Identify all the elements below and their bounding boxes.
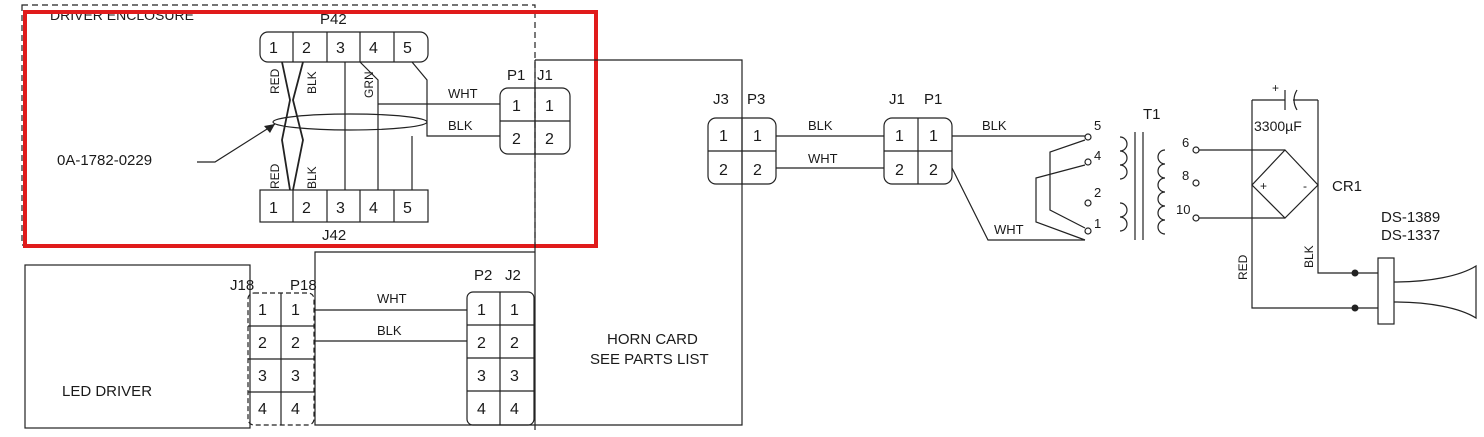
j3-label: J3 <box>713 91 729 108</box>
j42-label: J42 <box>322 227 346 244</box>
wire-blk-t1: BLK <box>982 118 1007 133</box>
tap-5: 5 <box>1094 118 1101 133</box>
p1-label: P1 <box>507 67 525 84</box>
j42-pin-1: 1 <box>269 200 278 217</box>
sec-10: 10 <box>1176 202 1190 217</box>
p2j2-pin-2b: 2 <box>510 335 519 352</box>
wire-wht-p3: WHT <box>808 151 838 166</box>
wire-wht-led: WHT <box>377 291 407 306</box>
diode-plus: + <box>1260 179 1267 193</box>
t1-primary-coil <box>1119 136 1128 232</box>
t1-secondary-coil <box>1157 149 1166 235</box>
wire-red-top: RED <box>268 68 282 94</box>
wire-blk-p3: BLK <box>808 118 833 133</box>
parts-list-label: SEE PARTS LIST <box>590 351 709 368</box>
j18p18-pin-4b: 4 <box>291 401 300 418</box>
p42-label: P42 <box>320 11 347 28</box>
p1j1-pin-d: 2 <box>545 131 554 148</box>
j1b-label: J1 <box>889 91 905 108</box>
t1-label: T1 <box>1143 106 1161 123</box>
wire-blk-top: BLK <box>305 71 319 94</box>
j1p1-pin-c: 2 <box>895 162 904 179</box>
led-driver-label: LED DRIVER <box>62 383 152 400</box>
j1p1-pin-d: 2 <box>929 162 938 179</box>
cr1-label: CR1 <box>1332 178 1362 195</box>
p1b-label: P1 <box>924 91 942 108</box>
p3-label: P3 <box>747 91 765 108</box>
j18p18-pin-3a: 3 <box>258 368 267 385</box>
led-driver-box <box>24 264 251 429</box>
wire-blk-p1: BLK <box>448 118 473 133</box>
cap-value: 3300µF <box>1254 118 1302 134</box>
j3p3-pin-b: 1 <box>753 128 762 145</box>
part-number-label: 0A-1782-0229 <box>57 152 152 169</box>
j18p18-pin-1a: 1 <box>258 302 267 319</box>
j3p3-pin-c: 2 <box>719 162 728 179</box>
p18-label: P18 <box>290 277 317 294</box>
p42-pin-5: 5 <box>403 40 412 57</box>
p1j1-pin-b: 1 <box>545 98 554 115</box>
bridge-rectifier <box>1251 149 1319 219</box>
twisted-pair-sleeve <box>272 113 428 131</box>
p42-connector <box>259 31 429 63</box>
j3p3-pin-a: 1 <box>719 128 728 145</box>
wire-red-bot: RED <box>268 163 282 189</box>
highlight-box <box>23 10 598 248</box>
ds-1337-label: DS-1337 <box>1381 227 1440 244</box>
tap-2: 2 <box>1094 185 1101 200</box>
p2j2-pin-3b: 3 <box>510 368 519 385</box>
ds-1389-label: DS-1389 <box>1381 209 1440 226</box>
wire-blk-bot: BLK <box>305 166 319 189</box>
p2j2-pin-4a: 4 <box>477 401 486 418</box>
p1j1-pin-a: 1 <box>512 98 521 115</box>
j18p18-pin-4a: 4 <box>258 401 267 418</box>
wire-blk-led: BLK <box>377 323 402 338</box>
p1j1-pin-c: 2 <box>512 131 521 148</box>
j1p1-pin-b: 1 <box>929 128 938 145</box>
p2-label: P2 <box>474 267 492 284</box>
cap-plus: + <box>1272 81 1279 95</box>
j18p18-pin-2a: 2 <box>258 335 267 352</box>
horn-bell <box>1393 264 1477 320</box>
tap-4: 4 <box>1094 148 1101 163</box>
j1p1-pin-a: 1 <box>895 128 904 145</box>
j18-label: J18 <box>230 277 254 294</box>
tap-1: 1 <box>1094 216 1101 231</box>
horn-body <box>1377 257 1395 325</box>
wire-blk-out: BLK <box>1302 245 1316 268</box>
diode-minus: - <box>1303 179 1307 193</box>
j18p18-pin-1b: 1 <box>291 302 300 319</box>
driver-enclosure-label: DRIVER ENCLOSURE <box>50 7 194 23</box>
j42-pin-4: 4 <box>369 200 378 217</box>
j3p3-pin-d: 2 <box>753 162 762 179</box>
j42-pin-5: 5 <box>403 200 412 217</box>
p2j2-pin-4b: 4 <box>510 401 519 418</box>
j42-pin-3: 3 <box>336 200 345 217</box>
j18p18-pin-2b: 2 <box>291 335 300 352</box>
j42-pin-2: 2 <box>302 200 311 217</box>
j1-label: J1 <box>537 67 553 84</box>
p42-pin-2: 2 <box>302 40 311 57</box>
j42-connector <box>259 189 429 223</box>
wire-grn: GRN <box>362 71 376 98</box>
wire-wht-p1: WHT <box>448 86 478 101</box>
wire-wht-t1: WHT <box>994 222 1024 237</box>
p42-pin-4: 4 <box>369 40 378 57</box>
p2j2-pin-1a: 1 <box>477 302 486 319</box>
wire-red-out: RED <box>1236 254 1250 280</box>
p2j2-pin-1b: 1 <box>510 302 519 319</box>
p2j2-pin-2a: 2 <box>477 335 486 352</box>
p42-pin-3: 3 <box>336 40 345 57</box>
p42-pin-1: 1 <box>269 40 278 57</box>
j18p18-pin-3b: 3 <box>291 368 300 385</box>
j2-label: J2 <box>505 267 521 284</box>
sec-8: 8 <box>1182 168 1189 183</box>
horn-card-label: HORN CARD <box>607 331 698 348</box>
p2j2-pin-3a: 3 <box>477 368 486 385</box>
sec-6: 6 <box>1182 135 1189 150</box>
